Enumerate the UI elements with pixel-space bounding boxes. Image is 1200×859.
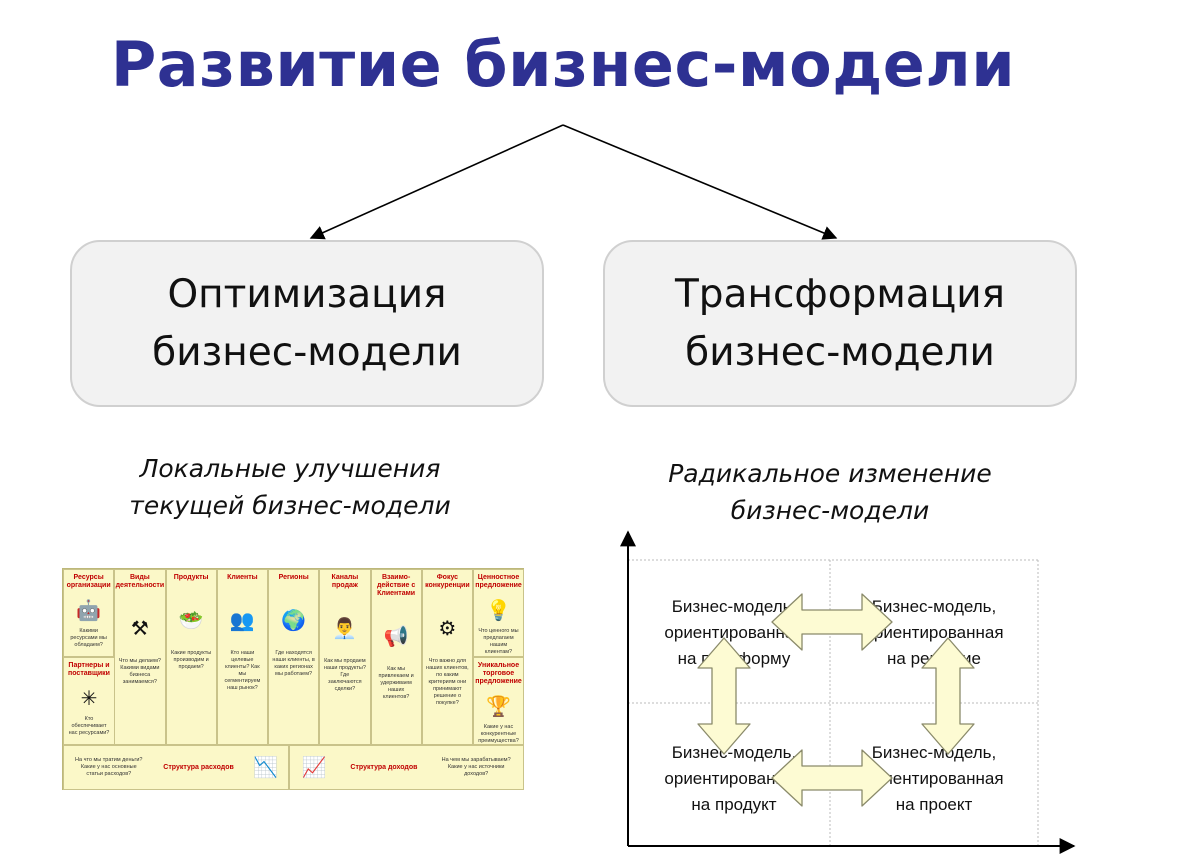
nodes-icon: ✳	[80, 688, 98, 710]
canvas-head: Клиенты	[227, 574, 258, 581]
canvas-head: Партнеры и поставщики	[68, 662, 110, 677]
optimization-caption-line-2: текущей бизнес-модели	[129, 491, 451, 520]
canvas-costs: На что мы тратим деньги? Какие у нас осн…	[63, 745, 289, 790]
canvas-desc: Что ценного мы предлагаем нашим клиентам…	[478, 628, 519, 655]
canvas-head: Взаимо-действие с Клиентами	[376, 574, 416, 597]
robot-icon: 🤖	[76, 600, 102, 622]
canvas-desc: Как мы продаем наши продукты? Где заключ…	[323, 658, 366, 692]
canvas-desc: Что мы делаем? Какими видами бизнеса зан…	[118, 658, 161, 685]
optimization-box: Оптимизация бизнес-модели	[70, 240, 544, 407]
canvas-head: Ресурсы организации	[66, 574, 111, 589]
quadrant-top-left: Бизнес-модель, ориентированная на платфо…	[636, 594, 832, 672]
connector-right-arrow	[562, 124, 838, 240]
people-icon: 👥	[229, 610, 255, 632]
quadrant-bottom-right: Бизнес-модель, ориентированная на проект	[836, 740, 1032, 818]
canvas-desc: Кто наши целевые клиенты? Как мы сегмент…	[224, 650, 261, 691]
page-title: Развитие бизнес-модели	[110, 28, 1016, 101]
podium-icon: 🏆	[486, 696, 511, 718]
quadrant-line: на проект	[895, 795, 973, 814]
canvas-head: Регионы	[278, 574, 309, 581]
transformation-caption-line-2: бизнес-модели	[730, 496, 930, 525]
quadrant-line: Бизнес-модель,	[671, 743, 797, 762]
quadrant-line: ориентированная	[864, 623, 1004, 642]
canvas-cell-4: Клиенты 👥 Кто наши целевые клиенты? Как мы…	[216, 569, 268, 745]
double-arrow-bottom	[771, 749, 893, 807]
canvas-cell-1: Ресурсы организации 🤖 Какими ресурсами мы …	[63, 569, 115, 657]
quadrant-line: на продукт	[691, 795, 777, 814]
meeting-icon: 👨‍💼	[332, 618, 358, 640]
transformation-caption-line-1: Радикальное изменение	[668, 459, 992, 488]
globe-icon: 🌍	[281, 610, 307, 632]
canvas-head: Продукты	[173, 574, 209, 581]
canvas-head: Фокус конкуренции	[425, 574, 470, 589]
transformation-caption: Радикальное изменение бизнес-модели	[630, 455, 1030, 529]
bowl-icon: 🥗	[178, 610, 204, 632]
canvas-cell-8: Фокус конкуренции ⚙ Что важно для наших кл…	[421, 569, 473, 745]
business-model-canvas: Фокус конкуренции ⚙ Что важно для наших кл…	[62, 568, 524, 790]
quadrant-top-right: Бизнес-модель, ориентированная на решени…	[836, 594, 1032, 672]
canvas-cell-value: Ценностное предложение 💡 Что ценного мы …	[473, 569, 524, 657]
canvas-desc: Какие продукты производим и продаем?	[171, 650, 212, 670]
quadrant-line: Бизнес-модель,	[671, 597, 797, 616]
megaphone-icon: 📢	[383, 626, 409, 648]
canvas-cell-5: Регионы 🌍 Где находятся наши клиенты, в ка…	[268, 569, 320, 745]
transformation-line-1: Трансформация	[674, 271, 1006, 317]
tools-icon: ⚒	[130, 618, 149, 640]
business-model-quadrant: Бизнес-модель, ориентированная на платфо…	[600, 528, 1080, 859]
canvas-cell-3: Продукты 🥗 Какие продукты производим и про…	[165, 569, 217, 745]
quadrant-line: Бизнес-модель,	[871, 597, 997, 616]
canvas-desc: Где находятся наши клиенты, в каких реги…	[272, 650, 315, 677]
chart-up-icon: 📈	[301, 757, 327, 779]
transition-arrows	[697, 593, 975, 807]
canvas-cell-usp: Уникальное торговое предложение 🏆 Какие …	[473, 657, 524, 745]
quadrant-grid	[620, 530, 1076, 854]
costs-head: Структура расходов	[163, 764, 234, 771]
quadrant-bottom-left: Бизнес-модель, ориентированная на продук…	[636, 740, 832, 818]
revenue-head: Структура доходов	[350, 764, 418, 771]
canvas-desc: Какие у нас конкурентные преимущества?	[478, 724, 519, 744]
canvas-revenue: 📈 Структура доходов На чем мы зарабатыва…	[289, 745, 524, 790]
optimization-caption-line-1: Локальные улучшения	[139, 454, 441, 483]
quadrant-line: ориентированная	[664, 769, 804, 788]
optimization-caption: Локальные улучшения текущей бизнес-модел…	[90, 450, 490, 524]
optimization-line-1: Оптимизация	[167, 271, 447, 317]
canvas-head: Ценностное предложение	[475, 574, 522, 589]
transformation-box: Трансформация бизнес-модели	[603, 240, 1077, 407]
optimization-line-2: бизнес-модели	[152, 329, 462, 375]
quadrant-line: ориентированная	[864, 769, 1004, 788]
chart-down-icon: 📉	[253, 757, 279, 779]
transformation-line-2: бизнес-модели	[685, 329, 995, 375]
canvas-desc: Какими ресурсами мы обладаем?	[70, 628, 107, 648]
bulb-icon: 💡	[486, 600, 511, 622]
double-arrow-right	[921, 637, 975, 755]
connector-left-arrow	[309, 124, 564, 240]
canvas-cell-7: Взаимо-действие с Клиентами 📢 Как мы привл…	[370, 569, 422, 745]
double-arrow-top	[771, 593, 893, 651]
canvas-cell-partners: Партнеры и поставщики ✳ Кто обеспечивает…	[63, 657, 115, 745]
canvas-head: Виды деятельности	[115, 574, 165, 589]
network-icon: ⚙	[438, 618, 457, 640]
quadrant-line: Бизнес-модель,	[871, 743, 997, 762]
costs-question: На что мы тратим деньги? Какие у нас осн…	[75, 757, 143, 777]
canvas-cell-6: Каналы продаж 👨‍💼 Как мы продаем наши прод…	[319, 569, 371, 745]
canvas-head: Каналы продаж	[331, 574, 359, 589]
canvas-desc: Как мы привлекаем и удерживаем наших кли…	[378, 666, 414, 700]
canvas-head: Уникальное торговое предложение	[475, 662, 522, 685]
canvas-desc: Что важно для наших клиентов, по каким к…	[426, 658, 469, 706]
double-arrow-left	[697, 637, 751, 755]
canvas-desc: Кто обеспечивает нас ресурсами?	[68, 716, 110, 736]
revenue-question: На чем мы зарабатываем? Какие у нас исто…	[441, 757, 511, 777]
quadrant-line: ориентированная	[664, 623, 804, 642]
canvas-cell-2: Виды деятельности ⚒ Что мы делаем? Какими …	[114, 569, 166, 745]
